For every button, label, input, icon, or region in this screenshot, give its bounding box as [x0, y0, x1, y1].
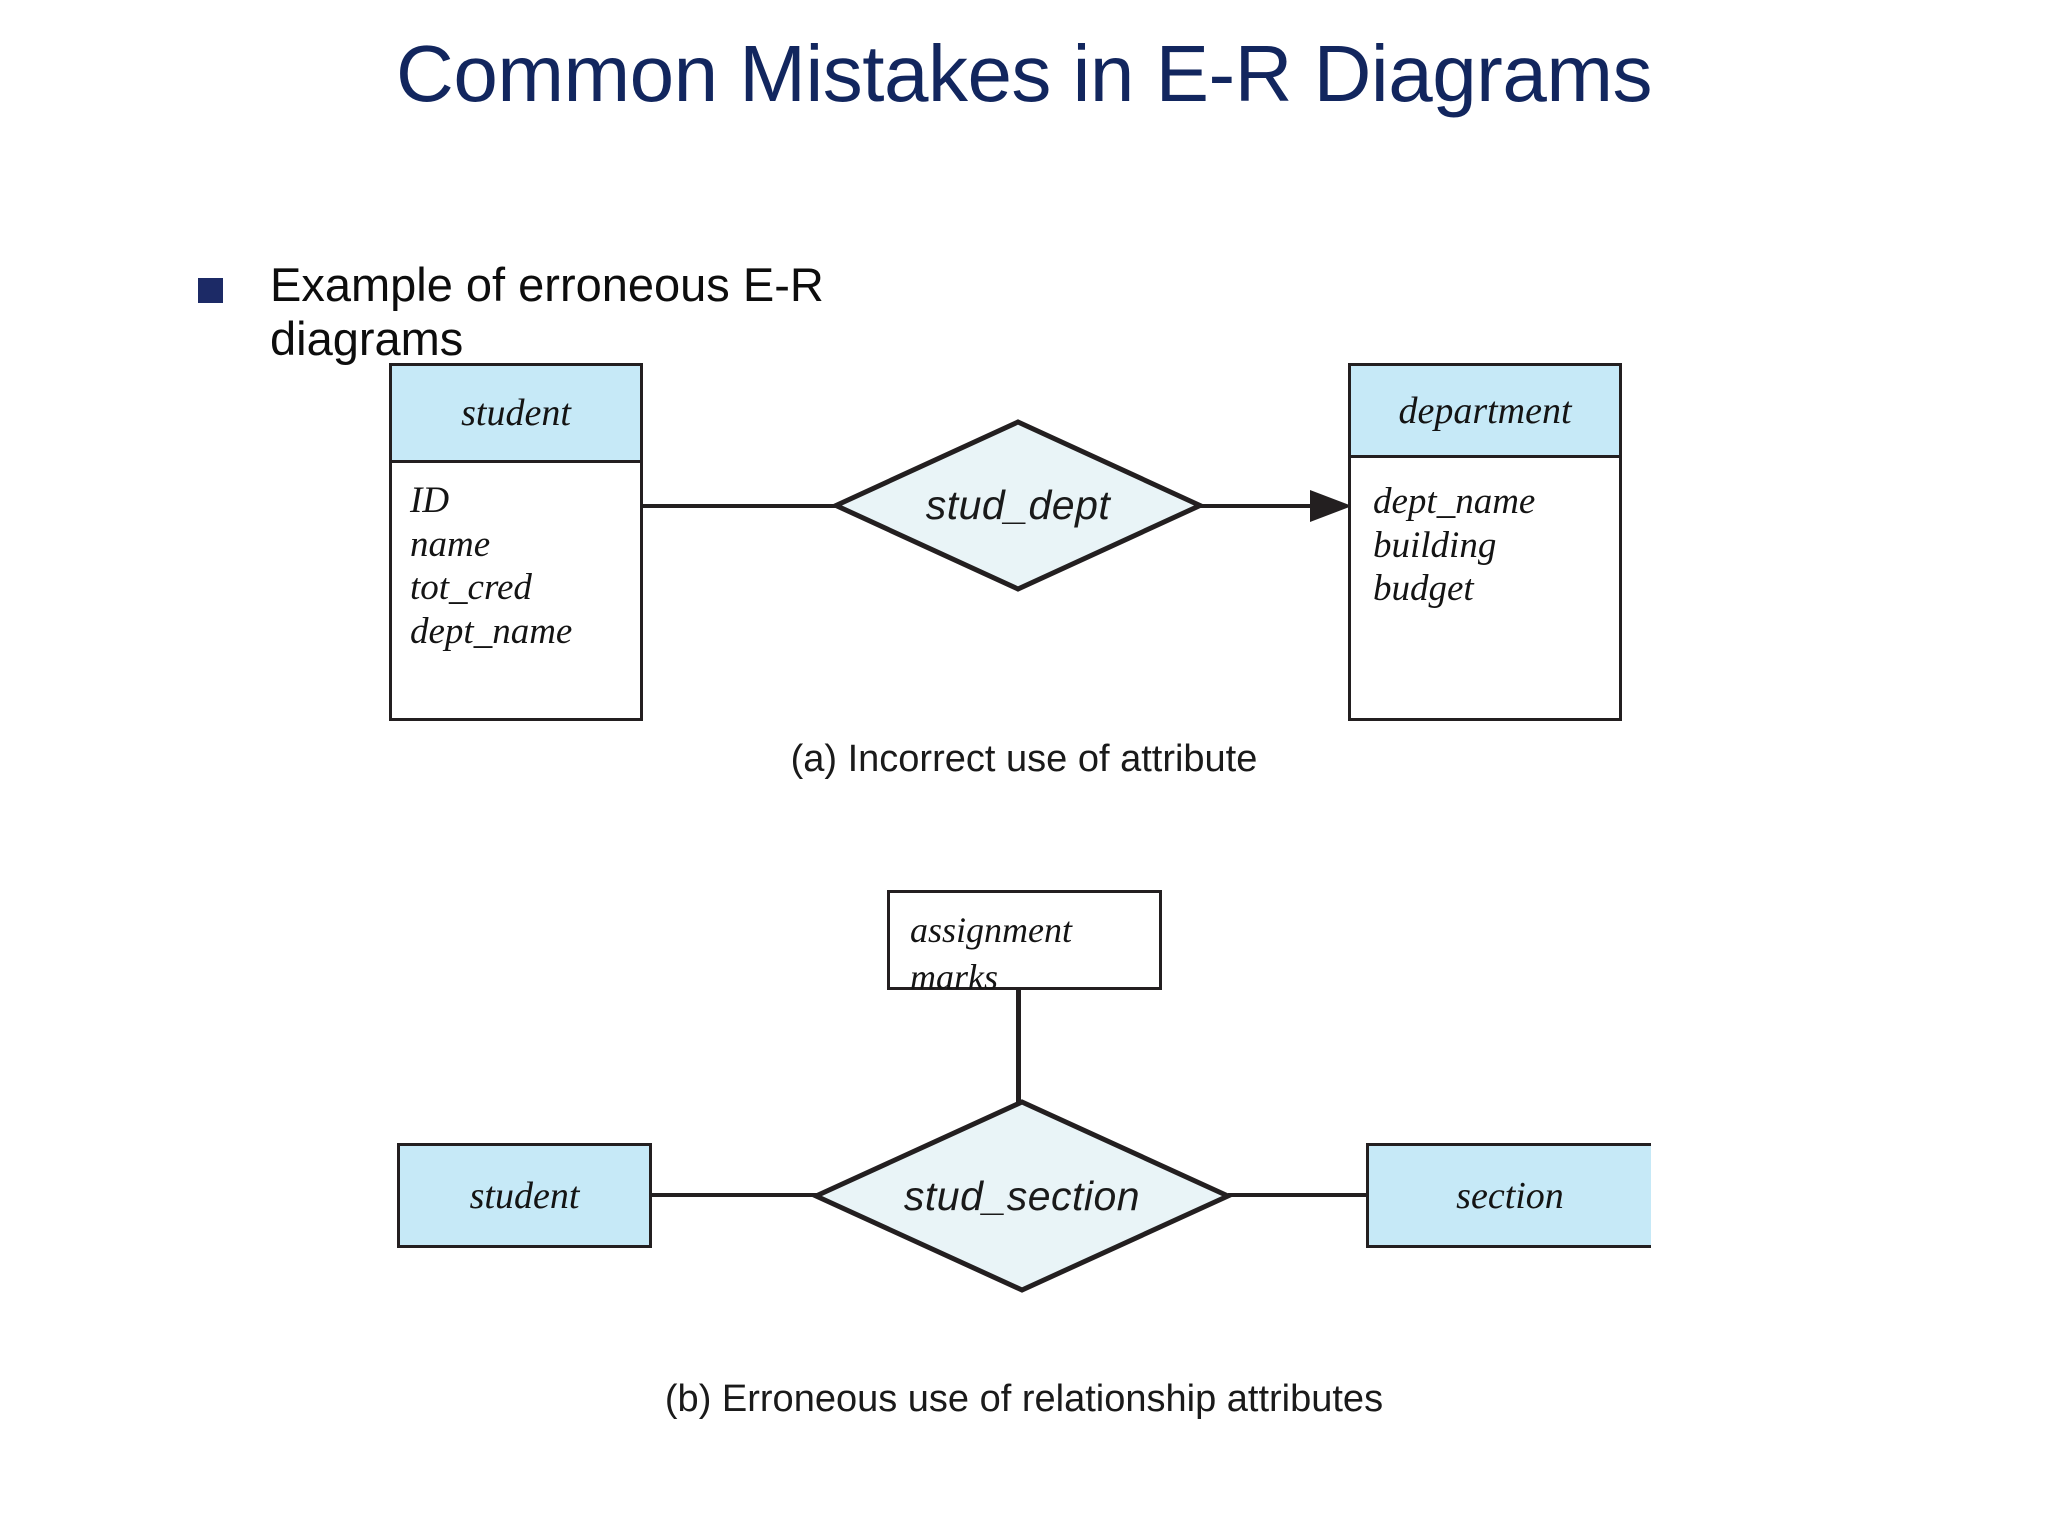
- entity-student-a[interactable]: student ID name tot_cred dept_name: [389, 363, 643, 721]
- figure-b-caption: (b) Erroneous use of relationship attrib…: [664, 1378, 1384, 1420]
- attribute-marks: marks: [910, 956, 998, 997]
- entity-student-a-title: student: [392, 366, 640, 463]
- attribute-building: building: [1373, 524, 1497, 566]
- connector-attributes-to-stud-section: [1016, 990, 1021, 1102]
- relationship-attribute-box[interactable]: assignment marks: [887, 890, 1162, 997]
- diamond-shape: [832, 419, 1204, 592]
- attribute-id: ID: [410, 480, 450, 521]
- connector-stud-dept-to-department: [1200, 504, 1322, 508]
- entity-student-a-attributes: ID name tot_cred dept_name: [392, 463, 640, 718]
- arrow-head-icon: [1310, 486, 1352, 526]
- relationship-stud-section[interactable]: stud_section: [812, 1098, 1232, 1294]
- entity-department-title: department: [1351, 366, 1619, 458]
- connector-student-to-stud-section: [650, 1193, 817, 1197]
- attribute-assignment: assignment: [910, 910, 1072, 950]
- page-title: Common Mistakes in E-R Diagrams: [396, 29, 1652, 118]
- diamond-shape: [812, 1099, 1232, 1293]
- attribute-budget: budget: [1373, 568, 1474, 610]
- relationship-stud-dept[interactable]: stud_dept: [832, 418, 1204, 593]
- entity-section-label: section: [1456, 1174, 1564, 1217]
- attribute-name: name: [410, 523, 491, 565]
- attribute-tot-cred: tot_cred: [410, 567, 532, 609]
- figure-a-caption: (a) Incorrect use of attribute: [790, 738, 1258, 780]
- connector-student-to-stud-dept: [641, 504, 841, 508]
- entity-department-attributes: dept_name building budget: [1351, 458, 1619, 718]
- bullet-item-label: Example of erroneous E-R diagrams: [270, 258, 824, 365]
- attribute-dept-name: dept_name: [1373, 481, 1536, 522]
- attribute-dept-name: dept_name: [410, 610, 573, 652]
- entity-section[interactable]: section: [1366, 1143, 1651, 1248]
- entity-department[interactable]: department dept_name building budget: [1348, 363, 1622, 721]
- entity-student-b[interactable]: student: [397, 1143, 652, 1248]
- connector-stud-section-to-section: [1228, 1193, 1368, 1197]
- entity-student-b-label: student: [469, 1174, 580, 1217]
- square-bullet-icon: [198, 278, 223, 303]
